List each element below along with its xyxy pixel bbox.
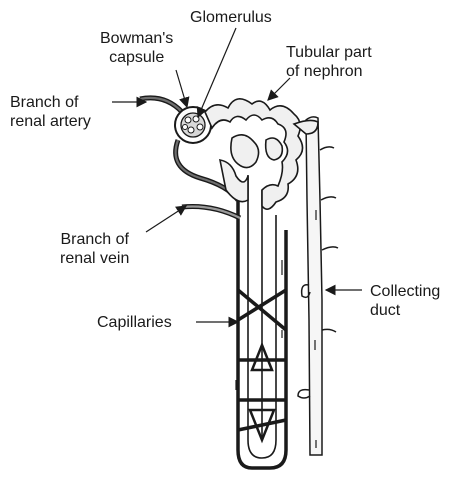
label-glomerulus: Glomerulus — [190, 8, 272, 27]
label-collecting-duct-line2: duct — [370, 301, 440, 320]
label-tubular-part-line1: Tubular part — [286, 43, 372, 62]
renal-vein-pointer — [146, 206, 186, 232]
label-collecting-duct-line1: Collecting — [370, 282, 440, 301]
label-tubular-part: Tubular part of nephron — [286, 43, 372, 81]
label-bowmans-capsule: Bowman's capsule — [100, 29, 173, 67]
label-bowmans-capsule-line2: capsule — [100, 48, 173, 67]
bowmans-capsule-pointer — [176, 70, 187, 107]
renal-vein-branch — [182, 206, 240, 218]
label-tubular-part-line2: of nephron — [286, 62, 372, 81]
label-renal-vein: Branch of renal vein — [60, 230, 129, 268]
label-collecting-duct: Collecting duct — [370, 282, 440, 320]
label-renal-artery: Branch of renal artery — [10, 93, 91, 131]
label-renal-artery-line1: Branch of — [10, 93, 91, 112]
label-capillaries: Capillaries — [97, 313, 172, 332]
tubular-part-pointer — [268, 78, 290, 100]
label-renal-vein-line2: renal vein — [60, 249, 129, 268]
label-bowmans-capsule-line1: Bowman's — [100, 29, 173, 48]
renal-artery-branch — [140, 98, 182, 112]
convoluted-tubules — [205, 99, 318, 209]
label-renal-artery-line2: renal artery — [10, 112, 91, 131]
collecting-duct — [298, 117, 338, 455]
label-renal-vein-line1: Branch of — [60, 230, 129, 249]
